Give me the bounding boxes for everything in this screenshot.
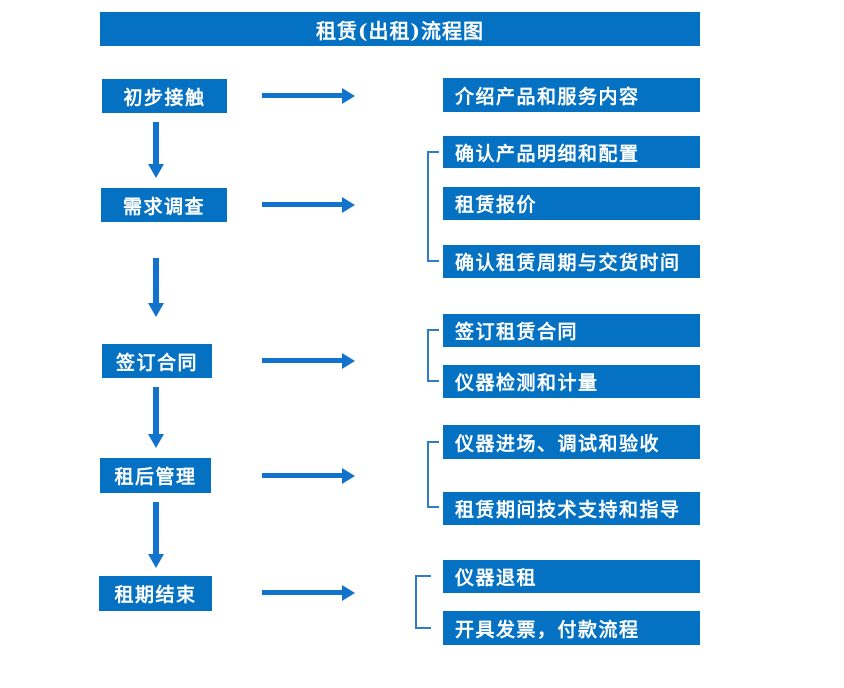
output-box-invoice-payment: 开具发票，付款流程 [443,611,700,645]
bracket-connector [427,441,439,508]
output-box-instrument-testing: 仪器检测和计量 [443,365,700,398]
down-arrow-icon [153,502,159,554]
output-box-instrument-setup-acceptance: 仪器进场、调试和验收 [443,425,700,459]
right-arrow-icon [262,202,342,207]
down-arrow-icon [153,387,159,434]
down-arrow-icon [153,122,159,164]
output-box-tech-support: 租赁期间技术支持和指导 [443,492,700,525]
flowchart-title: 租赁(出租)流程图 [100,12,700,46]
output-box-confirm-rental-period: 确认租赁周期与交货时间 [443,245,700,278]
output-box-sign-rental-contract: 签订租赁合同 [443,314,700,347]
stage-box-post-rental-management: 租后管理 [100,458,211,493]
right-arrow-icon [262,473,342,478]
bracket-connector [415,575,431,629]
bracket-connector [427,329,439,382]
right-arrow-icon [262,358,342,363]
output-box-instrument-return: 仪器退租 [443,560,700,593]
output-box-rental-quote: 租赁报价 [443,187,700,220]
right-arrow-icon [262,590,342,595]
output-box-confirm-product-details: 确认产品明细和配置 [443,136,700,168]
bracket-connector [427,151,439,262]
down-arrow-icon [153,258,159,303]
stage-box-rental-end: 租期结束 [99,576,212,611]
right-arrow-icon [262,93,342,98]
output-box-introduce-products: 介绍产品和服务内容 [443,78,700,112]
stage-box-sign-contract: 签订合同 [102,344,212,378]
stage-box-demand-survey: 需求调查 [101,188,227,222]
stage-box-initial-contact: 初步接触 [102,79,227,113]
